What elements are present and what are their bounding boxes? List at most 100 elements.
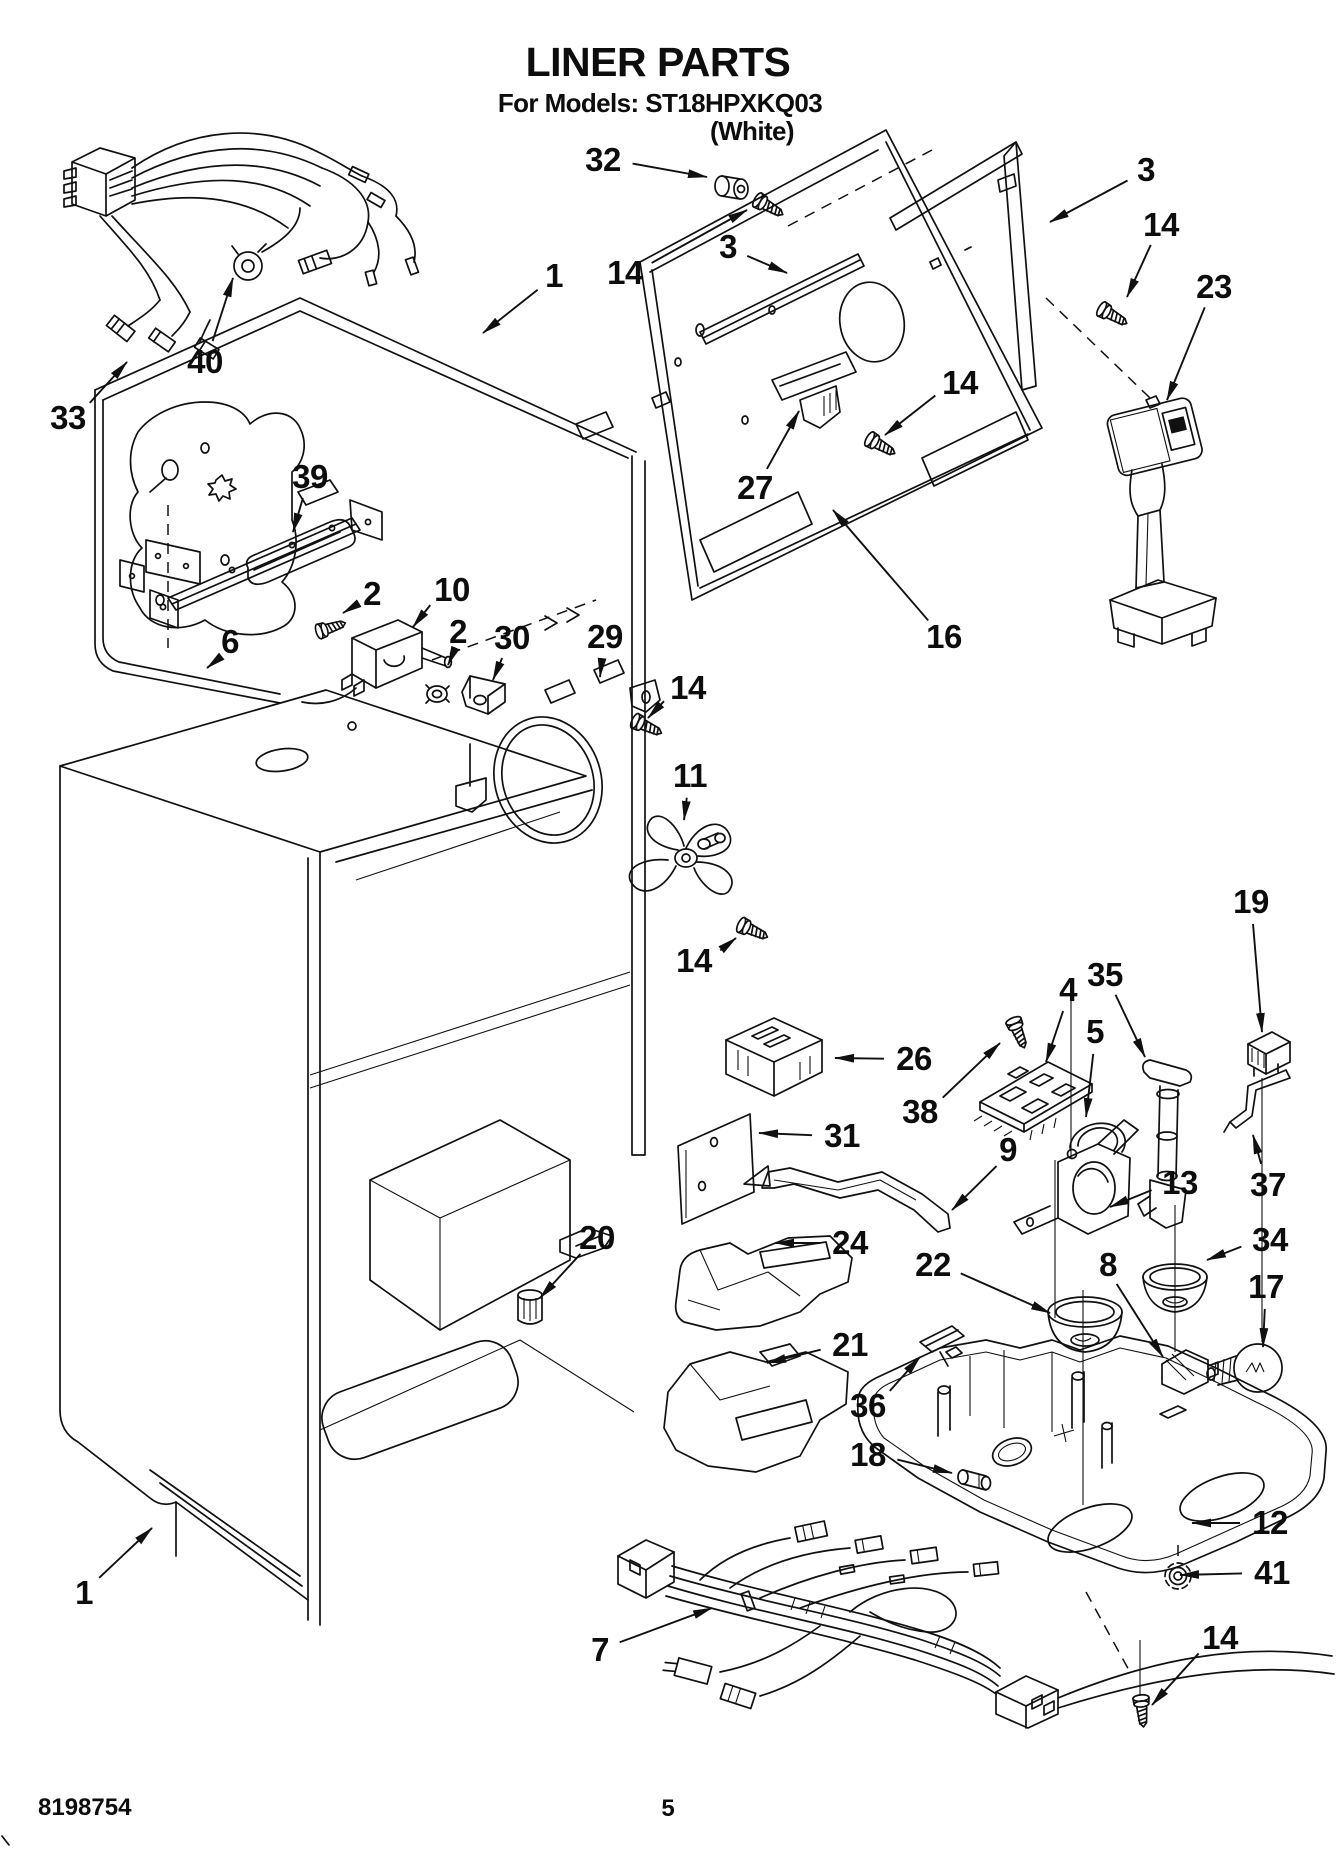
- callout-36: 36: [850, 1356, 921, 1424]
- lamp-parts: [1047, 1263, 1283, 1395]
- callout-20: 20: [539, 1219, 615, 1299]
- callout-24: 24: [774, 1224, 869, 1261]
- callout-14: 14: [676, 937, 737, 979]
- svg-text:38: 38: [902, 1093, 938, 1130]
- models-line: For Models: ST18HPXKQ03: [498, 88, 822, 118]
- page-number: 5: [661, 1795, 674, 1822]
- svg-text:2: 2: [363, 575, 381, 612]
- svg-text:11: 11: [673, 757, 707, 794]
- svg-text:21: 21: [832, 1326, 868, 1363]
- callout-14: 14: [607, 209, 748, 291]
- callout-3: 3: [719, 228, 788, 274]
- callout-layer: 1122334567891011121314141414141416171819…: [50, 141, 1290, 1706]
- callout-37: 37: [1250, 1134, 1286, 1203]
- callout-27: 27: [737, 410, 800, 506]
- svg-text:20: 20: [579, 1219, 615, 1256]
- svg-text:14: 14: [1143, 206, 1180, 243]
- callout-13: 13: [1109, 1164, 1198, 1208]
- callout-1: 1: [482, 257, 564, 334]
- svg-text:14: 14: [676, 942, 713, 979]
- callout-32: 32: [585, 141, 708, 178]
- callout-31: 31: [758, 1117, 860, 1154]
- svg-text:3: 3: [719, 228, 737, 265]
- top-wiring-harness: [63, 132, 420, 360]
- callout-1: 1: [75, 1527, 153, 1611]
- callout-11: 11: [673, 757, 708, 821]
- callout-6: 6: [206, 623, 240, 669]
- corner-mark: [1, 1835, 10, 1846]
- svg-text:41: 41: [1254, 1554, 1290, 1591]
- svg-text:7: 7: [591, 1631, 609, 1668]
- svg-text:1: 1: [75, 1574, 93, 1611]
- callout-14: 14: [884, 364, 979, 436]
- callout-14: 14: [1151, 1619, 1239, 1706]
- svg-text:1: 1: [545, 257, 563, 294]
- callout-35: 35: [1087, 956, 1146, 1058]
- svg-text:10: 10: [434, 571, 470, 608]
- callout-14: 14: [647, 669, 707, 719]
- callout-33: 33: [50, 361, 128, 436]
- svg-text:16: 16: [926, 618, 962, 655]
- air-ducts-and-covers: [663, 1017, 951, 1473]
- svg-text:40: 40: [187, 343, 223, 380]
- svg-text:4: 4: [1059, 971, 1078, 1008]
- svg-text:2: 2: [449, 613, 467, 650]
- svg-text:6: 6: [221, 623, 239, 660]
- bottom-wiring-harness: [617, 1520, 1335, 1729]
- svg-text:18: 18: [850, 1436, 886, 1473]
- callout-39: 39: [292, 458, 328, 533]
- svg-text:17: 17: [1248, 1268, 1284, 1305]
- callout-22: 22: [915, 1246, 1051, 1314]
- svg-text:37: 37: [1250, 1166, 1286, 1203]
- svg-text:33: 33: [50, 399, 86, 436]
- callout-5: 5: [1083, 1013, 1105, 1118]
- upper-liner: [94, 297, 646, 1156]
- svg-text:31: 31: [824, 1117, 860, 1154]
- svg-text:19: 19: [1233, 883, 1269, 920]
- callout-7: 7: [591, 1607, 713, 1668]
- finish-line: (White): [710, 116, 794, 146]
- svg-text:14: 14: [942, 364, 979, 401]
- callout-30: 30: [492, 619, 530, 681]
- callout-16: 16: [832, 509, 962, 655]
- callout-18: 18: [850, 1436, 953, 1474]
- svg-text:14: 14: [607, 254, 644, 291]
- svg-text:24: 24: [832, 1224, 869, 1261]
- svg-text:32: 32: [585, 141, 621, 178]
- svg-text:26: 26: [896, 1040, 932, 1077]
- control-tower: [1106, 395, 1217, 648]
- svg-text:22: 22: [915, 1246, 951, 1283]
- svg-text:14: 14: [1202, 1619, 1239, 1656]
- svg-text:23: 23: [1196, 268, 1232, 305]
- main-liner: [59, 689, 635, 1626]
- svg-text:13: 13: [1162, 1164, 1198, 1201]
- callout-26: 26: [834, 1040, 932, 1077]
- svg-text:30: 30: [494, 619, 530, 656]
- callout-41: 41: [1179, 1554, 1290, 1591]
- svg-text:39: 39: [292, 458, 328, 495]
- svg-text:14: 14: [670, 669, 707, 706]
- callout-12: 12: [1191, 1504, 1288, 1541]
- svg-text:29: 29: [587, 618, 623, 655]
- page-title: LINER PARTS: [526, 39, 791, 85]
- defrost-control-cluster: [973, 1014, 1291, 1235]
- doc-number: 8198754: [38, 1794, 132, 1821]
- callout-23: 23: [1166, 268, 1232, 401]
- callout-14: 14: [1126, 206, 1180, 298]
- callout-8: 8: [1099, 1246, 1164, 1358]
- svg-text:12: 12: [1252, 1504, 1288, 1541]
- callout-38: 38: [902, 1042, 1001, 1130]
- callout-4: 4: [1045, 971, 1079, 1063]
- callout-2: 2: [447, 613, 468, 666]
- callout-21: 21: [766, 1326, 868, 1364]
- svg-text:8: 8: [1099, 1246, 1117, 1283]
- svg-text:27: 27: [737, 469, 773, 506]
- svg-text:3: 3: [1137, 151, 1155, 188]
- svg-text:5: 5: [1086, 1013, 1104, 1050]
- svg-text:36: 36: [850, 1387, 886, 1424]
- callout-40: 40: [187, 277, 234, 380]
- evaporator-panel: [639, 129, 1151, 601]
- svg-text:35: 35: [1087, 956, 1123, 993]
